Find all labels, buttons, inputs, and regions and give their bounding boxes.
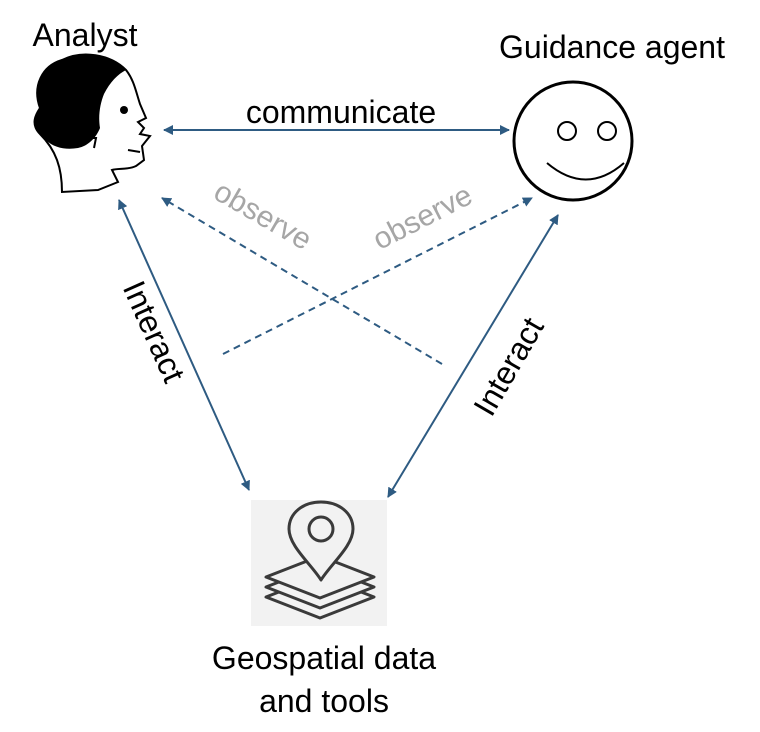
interact-left-label: Interact (116, 275, 192, 387)
communicate-label: communicate (246, 94, 436, 130)
geospatial-label-line1: Geospatial data (212, 640, 436, 676)
map-pin-layers-icon (251, 500, 387, 626)
person-head-icon (33, 53, 152, 194)
guidance-agent-label: Guidance agent (499, 29, 725, 65)
geospatial-label-line2: and tools (259, 683, 389, 719)
analyst-label: Analyst (33, 17, 138, 53)
interact-analyst-arrow (118, 199, 250, 491)
interact-right-label: Interact (466, 311, 551, 422)
interact-agent-arrow (387, 214, 559, 498)
smiley-face-icon (512, 80, 634, 202)
observe-left-label: observe (208, 175, 317, 257)
observe-right-label: observe (368, 179, 478, 257)
